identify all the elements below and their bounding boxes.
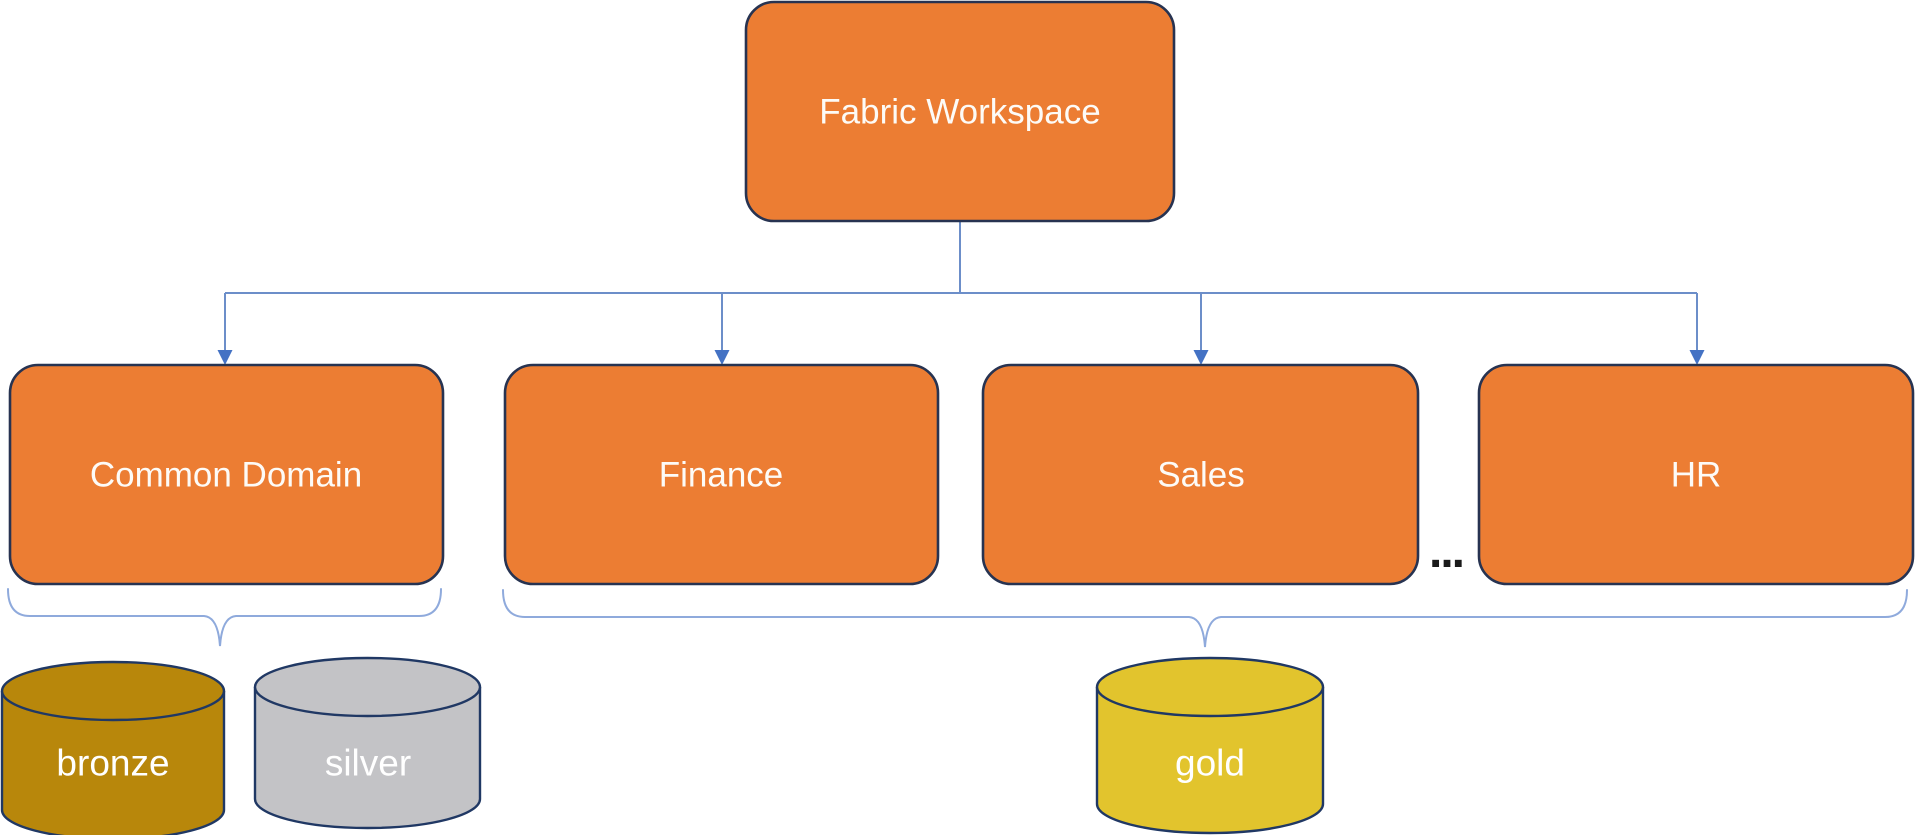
cylinder-bronze-body	[0, 691, 226, 835]
node-hr	[1477, 363, 1915, 586]
more-domains-ellipsis: ...	[1429, 525, 1463, 578]
cylinder-bronze-label: bronze	[56, 743, 169, 784]
node-sales-label: Sales	[1157, 456, 1245, 495]
node-common-domain	[8, 363, 445, 586]
node-group: Fabric Workspace Common Domain Finance S…	[8, 0, 1915, 586]
node-fabric-workspace-label: Fabric Workspace	[819, 93, 1100, 132]
cylinder-gold-top	[1095, 656, 1325, 718]
node-finance	[503, 363, 940, 586]
cylinder-gold-label: gold	[1175, 743, 1245, 784]
arrowhead-hr-icon	[1689, 350, 1705, 365]
node-hr-label: HR	[1671, 456, 1722, 495]
brace-group	[7, 588, 1908, 648]
connector-tree	[217, 221, 1705, 365]
cylinder-bronze-icon: bronze	[0, 660, 226, 835]
cylinder-silver-body	[253, 687, 482, 830]
brace-common-domain-icon	[7, 588, 442, 647]
node-common-domain-label: Common Domain	[90, 456, 362, 495]
cylinder-silver-top	[253, 656, 482, 718]
arrowhead-finance-icon	[714, 350, 730, 365]
arrowhead-common-domain-icon	[217, 350, 233, 365]
cylinder-bronze-top	[0, 660, 226, 722]
node-sales	[981, 363, 1420, 586]
cylinder-silver-icon: silver	[253, 656, 482, 830]
brace-business-domains-icon	[502, 589, 1908, 648]
cylinder-gold-body	[1095, 687, 1325, 835]
cylinder-silver-label: silver	[325, 743, 411, 784]
node-finance-label: Finance	[659, 456, 784, 495]
cylinder-gold-icon: gold	[1095, 656, 1325, 835]
node-fabric-workspace	[744, 0, 1176, 223]
arrowhead-sales-icon	[1193, 350, 1209, 365]
datastore-group: bronze silver gold	[0, 656, 1325, 835]
